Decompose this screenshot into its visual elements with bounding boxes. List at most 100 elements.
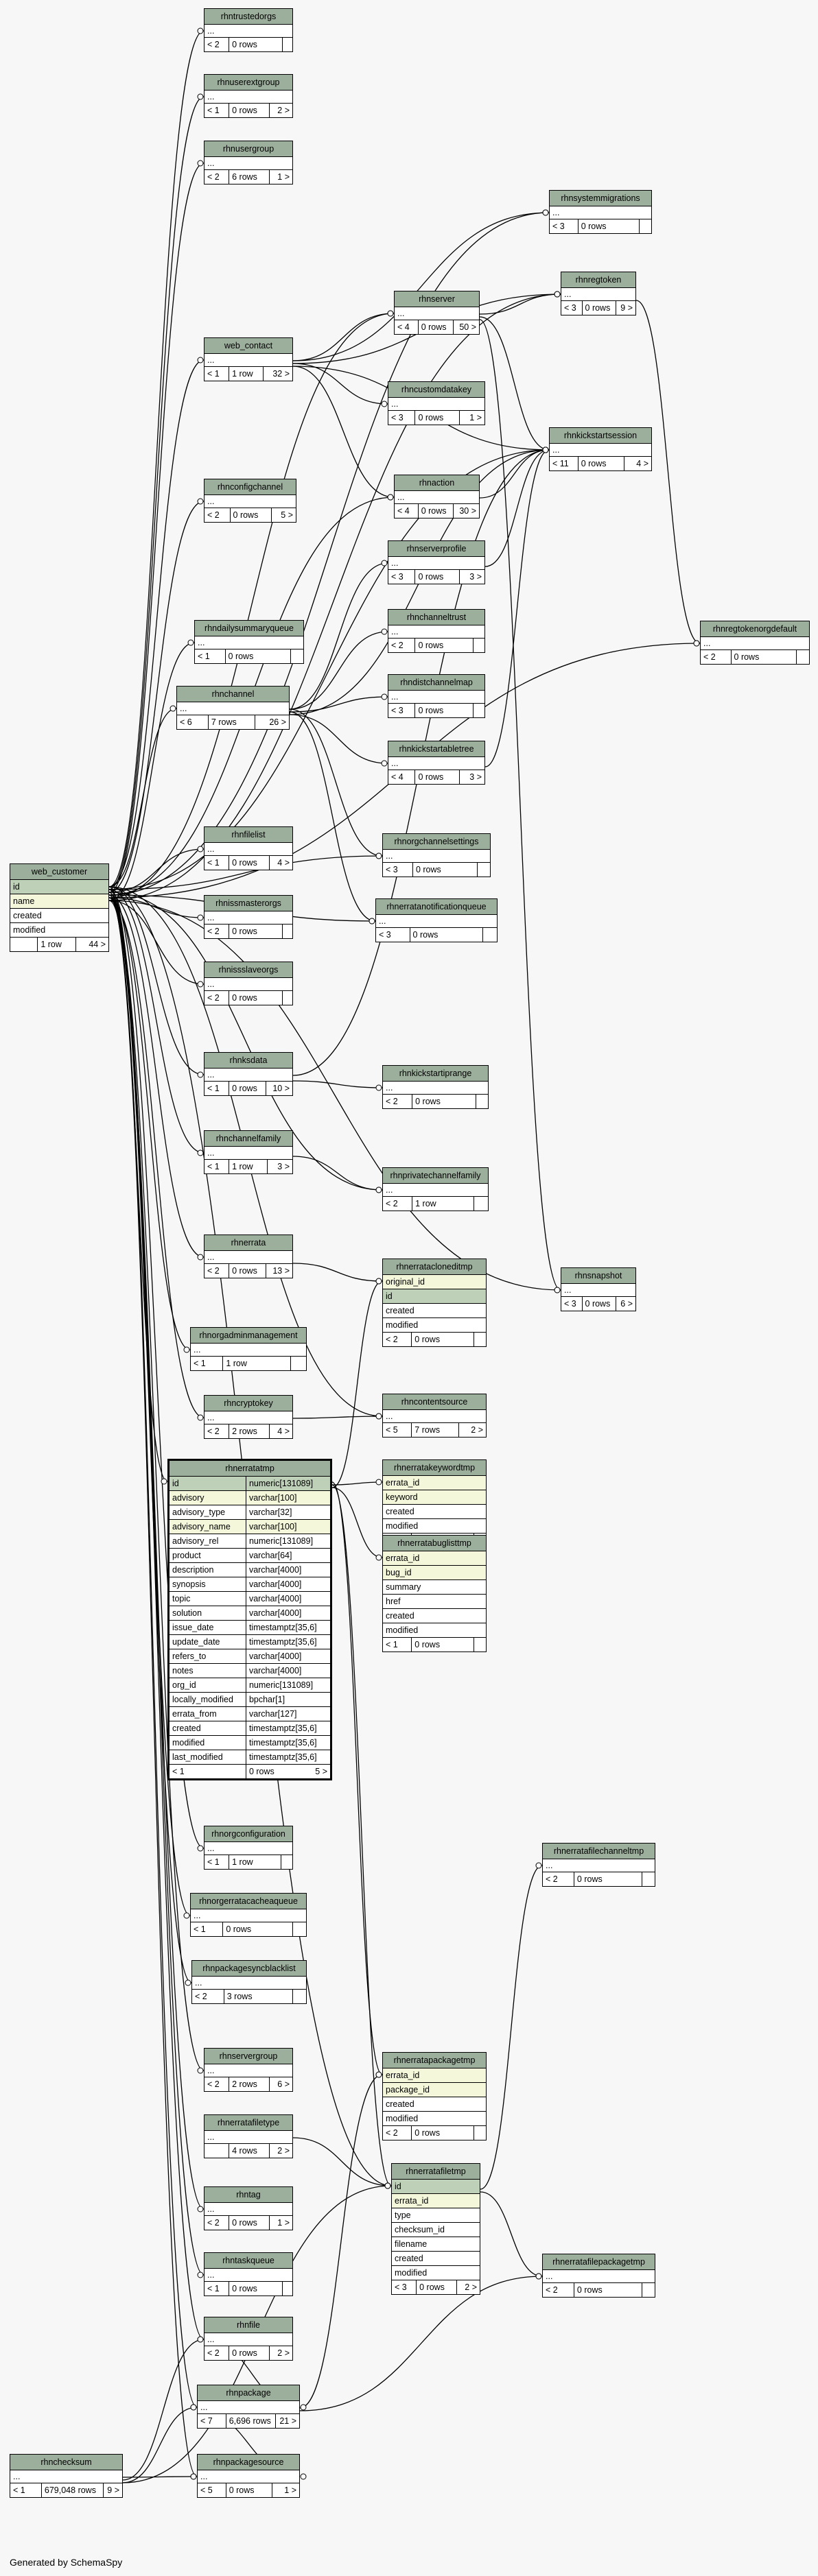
relationship-edge xyxy=(331,1481,383,2075)
child-count xyxy=(482,927,498,942)
column-name: update_date xyxy=(168,1634,246,1649)
edge-endpoint xyxy=(381,693,388,700)
relationship-edge xyxy=(484,449,550,567)
child-count: 9 > xyxy=(616,300,636,315)
parent-count: < 2 xyxy=(203,990,230,1005)
column-name: keyword xyxy=(382,1490,487,1505)
table-title: rhnissslaveorgs xyxy=(204,962,293,978)
relationship-edge xyxy=(331,1484,392,2186)
child-count: 44 > xyxy=(75,937,109,952)
child-count xyxy=(474,1332,487,1347)
row-count: 0 rows xyxy=(414,770,460,785)
row-count: 0 rows xyxy=(222,1922,293,1937)
column-name: ... xyxy=(375,914,498,928)
parent-count: < 1 xyxy=(203,855,230,870)
relationship-edge xyxy=(635,300,701,644)
edge-endpoint xyxy=(375,1554,382,1561)
parent-count xyxy=(9,937,38,952)
column-name: id xyxy=(382,1289,487,1304)
column-type: varchar[127] xyxy=(245,1706,332,1721)
edge-endpoint xyxy=(197,2067,204,2074)
row-count: 0 rows xyxy=(411,1332,475,1347)
column-name: ... xyxy=(176,702,290,715)
edge-endpoint xyxy=(197,1845,204,1852)
column-name: ... xyxy=(561,1283,636,1297)
parent-count: < 2 xyxy=(191,1989,224,2004)
column-name: refers_to xyxy=(168,1649,246,1664)
edge-endpoint xyxy=(187,639,194,646)
table-title: rhnkickstartabletree xyxy=(388,741,485,757)
column-name: locally_modified xyxy=(168,1692,246,1707)
child-count: 10 > xyxy=(265,1081,294,1096)
table-title: rhnsystemmigrations xyxy=(549,190,652,206)
edge-endpoint xyxy=(381,560,388,567)
row-count: 0 rows xyxy=(581,300,617,315)
relationship-edge xyxy=(108,897,168,1482)
relationship-edge xyxy=(108,886,204,2276)
edge-endpoint xyxy=(183,1912,190,1919)
child-count: 2 > xyxy=(268,2143,294,2158)
relationship-edge xyxy=(484,449,550,767)
edge-endpoint xyxy=(197,981,204,988)
parent-count: < 3 xyxy=(549,219,579,234)
table-title: rhncryptokey xyxy=(204,1395,293,1411)
column-name: notes xyxy=(168,1663,246,1678)
relationship-edge xyxy=(108,855,383,890)
child-count xyxy=(290,1356,307,1371)
column-name: ... xyxy=(204,156,293,170)
edge-endpoint xyxy=(381,401,388,407)
